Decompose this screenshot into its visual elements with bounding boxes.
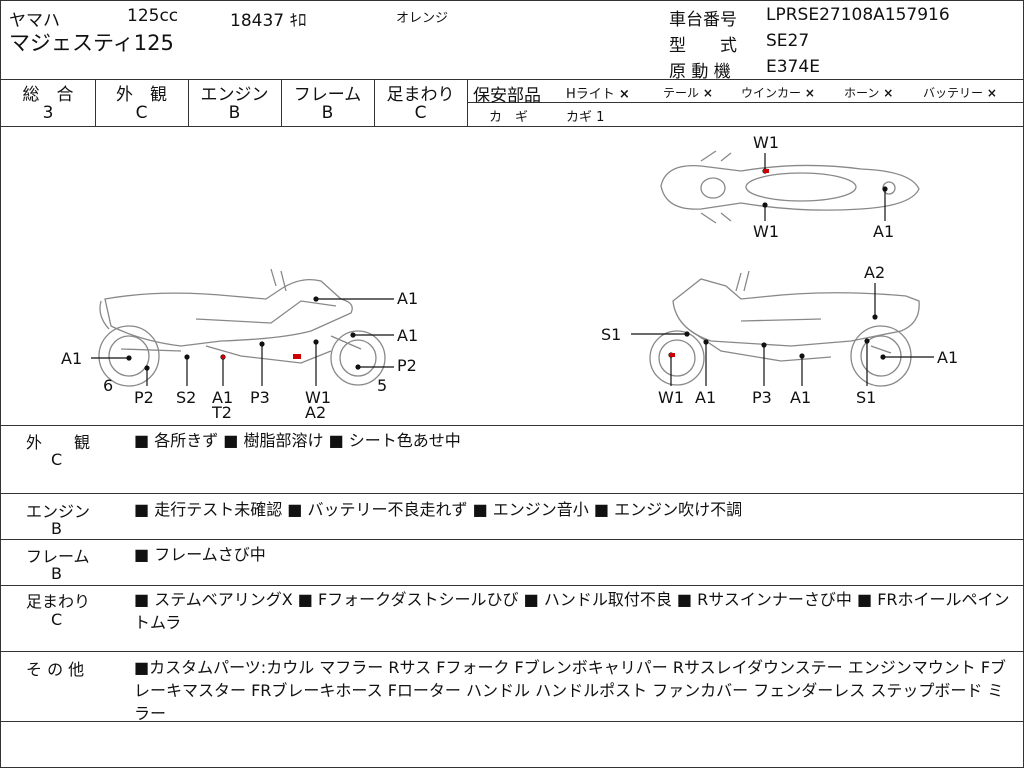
label-top-w1-lower: W1	[753, 222, 779, 241]
label-left-s2: S2	[176, 388, 196, 407]
notes-frame-grade: B	[51, 564, 62, 583]
label-right-a2: A2	[864, 263, 885, 282]
label-right-p3: P3	[752, 388, 772, 407]
grade-engine-label: エンジン	[200, 85, 269, 105]
divider	[1, 79, 1024, 80]
divider	[1, 493, 1024, 494]
color: オレンジ	[396, 11, 449, 26]
label-left-a1-left: A1	[61, 349, 82, 368]
label-left-a1-top: A1	[397, 289, 418, 308]
safety-tail: テール ×	[663, 86, 713, 100]
divider	[374, 79, 375, 126]
label-top-a1: A1	[873, 222, 894, 241]
notes-frame-text: ■ フレームさび中	[134, 545, 266, 564]
front-wheel	[649, 330, 705, 386]
label-right-a1-b2: A1	[790, 388, 811, 407]
chassis-label: 車台番号	[669, 10, 737, 30]
notes-suspension-text: ■ ステムベアリングX ■ Fフォークダストシールひび ■ ハンドル取付不良 ■…	[134, 590, 1010, 632]
label-right-s1: S1	[856, 388, 876, 407]
engine-label: 原 動 機	[669, 62, 731, 82]
divider	[1, 651, 1024, 652]
model-name: マジェスティ125	[9, 31, 174, 55]
label-left-a1-bottom: A1	[212, 388, 233, 407]
scooter-left-view	[98, 268, 386, 387]
label-left-5: 5	[377, 376, 387, 395]
label-left-a2: A2	[305, 403, 326, 422]
divider	[1, 721, 1024, 722]
label-right-a1: A1	[937, 348, 958, 367]
grade-overall-label: 総 合	[22, 85, 74, 105]
notes-engine-text: ■ 走行テスト未確認 ■ バッテリー不良走れず ■ エンジン音小 ■ エンジン吹…	[134, 500, 743, 519]
divider	[188, 79, 189, 126]
label-left-p2: P2	[134, 388, 154, 407]
safety-headlight: Hライト ×	[566, 87, 630, 102]
notes-exterior-label: 外 観	[26, 433, 91, 452]
engine-value: E374E	[766, 57, 820, 77]
grade-exterior-label: 外 観	[116, 85, 167, 105]
divider	[1, 425, 1024, 426]
divider	[1, 539, 1024, 540]
grade-frame-label: フレーム	[293, 85, 362, 105]
label-left-a1-mid: A1	[397, 326, 418, 345]
divider	[95, 79, 96, 126]
label-right-a1-b1: A1	[695, 388, 716, 407]
notes-frame-label: フレーム	[26, 547, 90, 566]
notes-engine-grade: B	[51, 519, 62, 538]
safety-winker: ウインカー ×	[741, 86, 815, 100]
key-label: カ ギ	[489, 110, 529, 125]
safety-horn: ホーン ×	[844, 86, 894, 100]
grade-exterior-value: C	[135, 103, 148, 123]
type-label: 型 式	[669, 36, 737, 56]
key-value: カギ 1	[566, 110, 605, 125]
grade-suspension-label: 足まわり	[386, 85, 455, 105]
rear-wheel	[850, 325, 912, 387]
label-left-w1: W1	[305, 388, 331, 407]
label-left-t2: T2	[211, 403, 232, 422]
scooter-right-view	[649, 270, 920, 387]
chassis-value: LPRSE27108A157916	[766, 5, 950, 25]
notes-other-text: ■カスタムパーツ:カウル マフラー Rサス Fフォーク Fブレンボキャリパー R…	[134, 658, 1007, 723]
maker: ヤマハ	[9, 11, 60, 31]
grade-engine-value: B	[228, 103, 241, 123]
grade-frame-value: B	[321, 103, 334, 123]
divider	[1, 126, 1024, 127]
scooter-top-view	[660, 150, 920, 224]
divider	[281, 79, 282, 126]
damage-marks	[221, 169, 769, 359]
notes-exterior-text: ■ 各所きず ■ 樹脂部溶け ■ シート色あせ中	[134, 431, 461, 450]
divider	[1, 585, 1024, 586]
label-left-p3: P3	[250, 388, 270, 407]
front-wheel	[330, 330, 386, 386]
type-value: SE27	[766, 31, 810, 51]
safety-parts-label: 保安部品	[473, 86, 541, 106]
notes-suspension-label: 足まわり	[26, 592, 91, 611]
label-right-w1: W1	[658, 388, 684, 407]
rear-wheel	[98, 325, 160, 387]
label-left-p2-right: P2	[397, 356, 417, 375]
label-left-6: 6	[103, 376, 113, 395]
grade-suspension-value: C	[414, 103, 427, 123]
notes-exterior-grade: C	[51, 450, 63, 469]
label-right-s1-left: S1	[601, 325, 621, 344]
mileage: 18437 ｷﾛ	[230, 11, 307, 31]
label-top-w1-upper: W1	[753, 133, 779, 152]
notes-other-label: そ の 他	[26, 660, 85, 679]
safety-battery: バッテリー ×	[923, 86, 997, 100]
grade-overall-value: 3	[42, 103, 54, 123]
notes-suspension-grade: C	[51, 610, 63, 629]
divider	[467, 102, 1024, 103]
notes-engine-label: エンジン	[26, 502, 91, 521]
displacement: 125cc	[127, 6, 179, 26]
